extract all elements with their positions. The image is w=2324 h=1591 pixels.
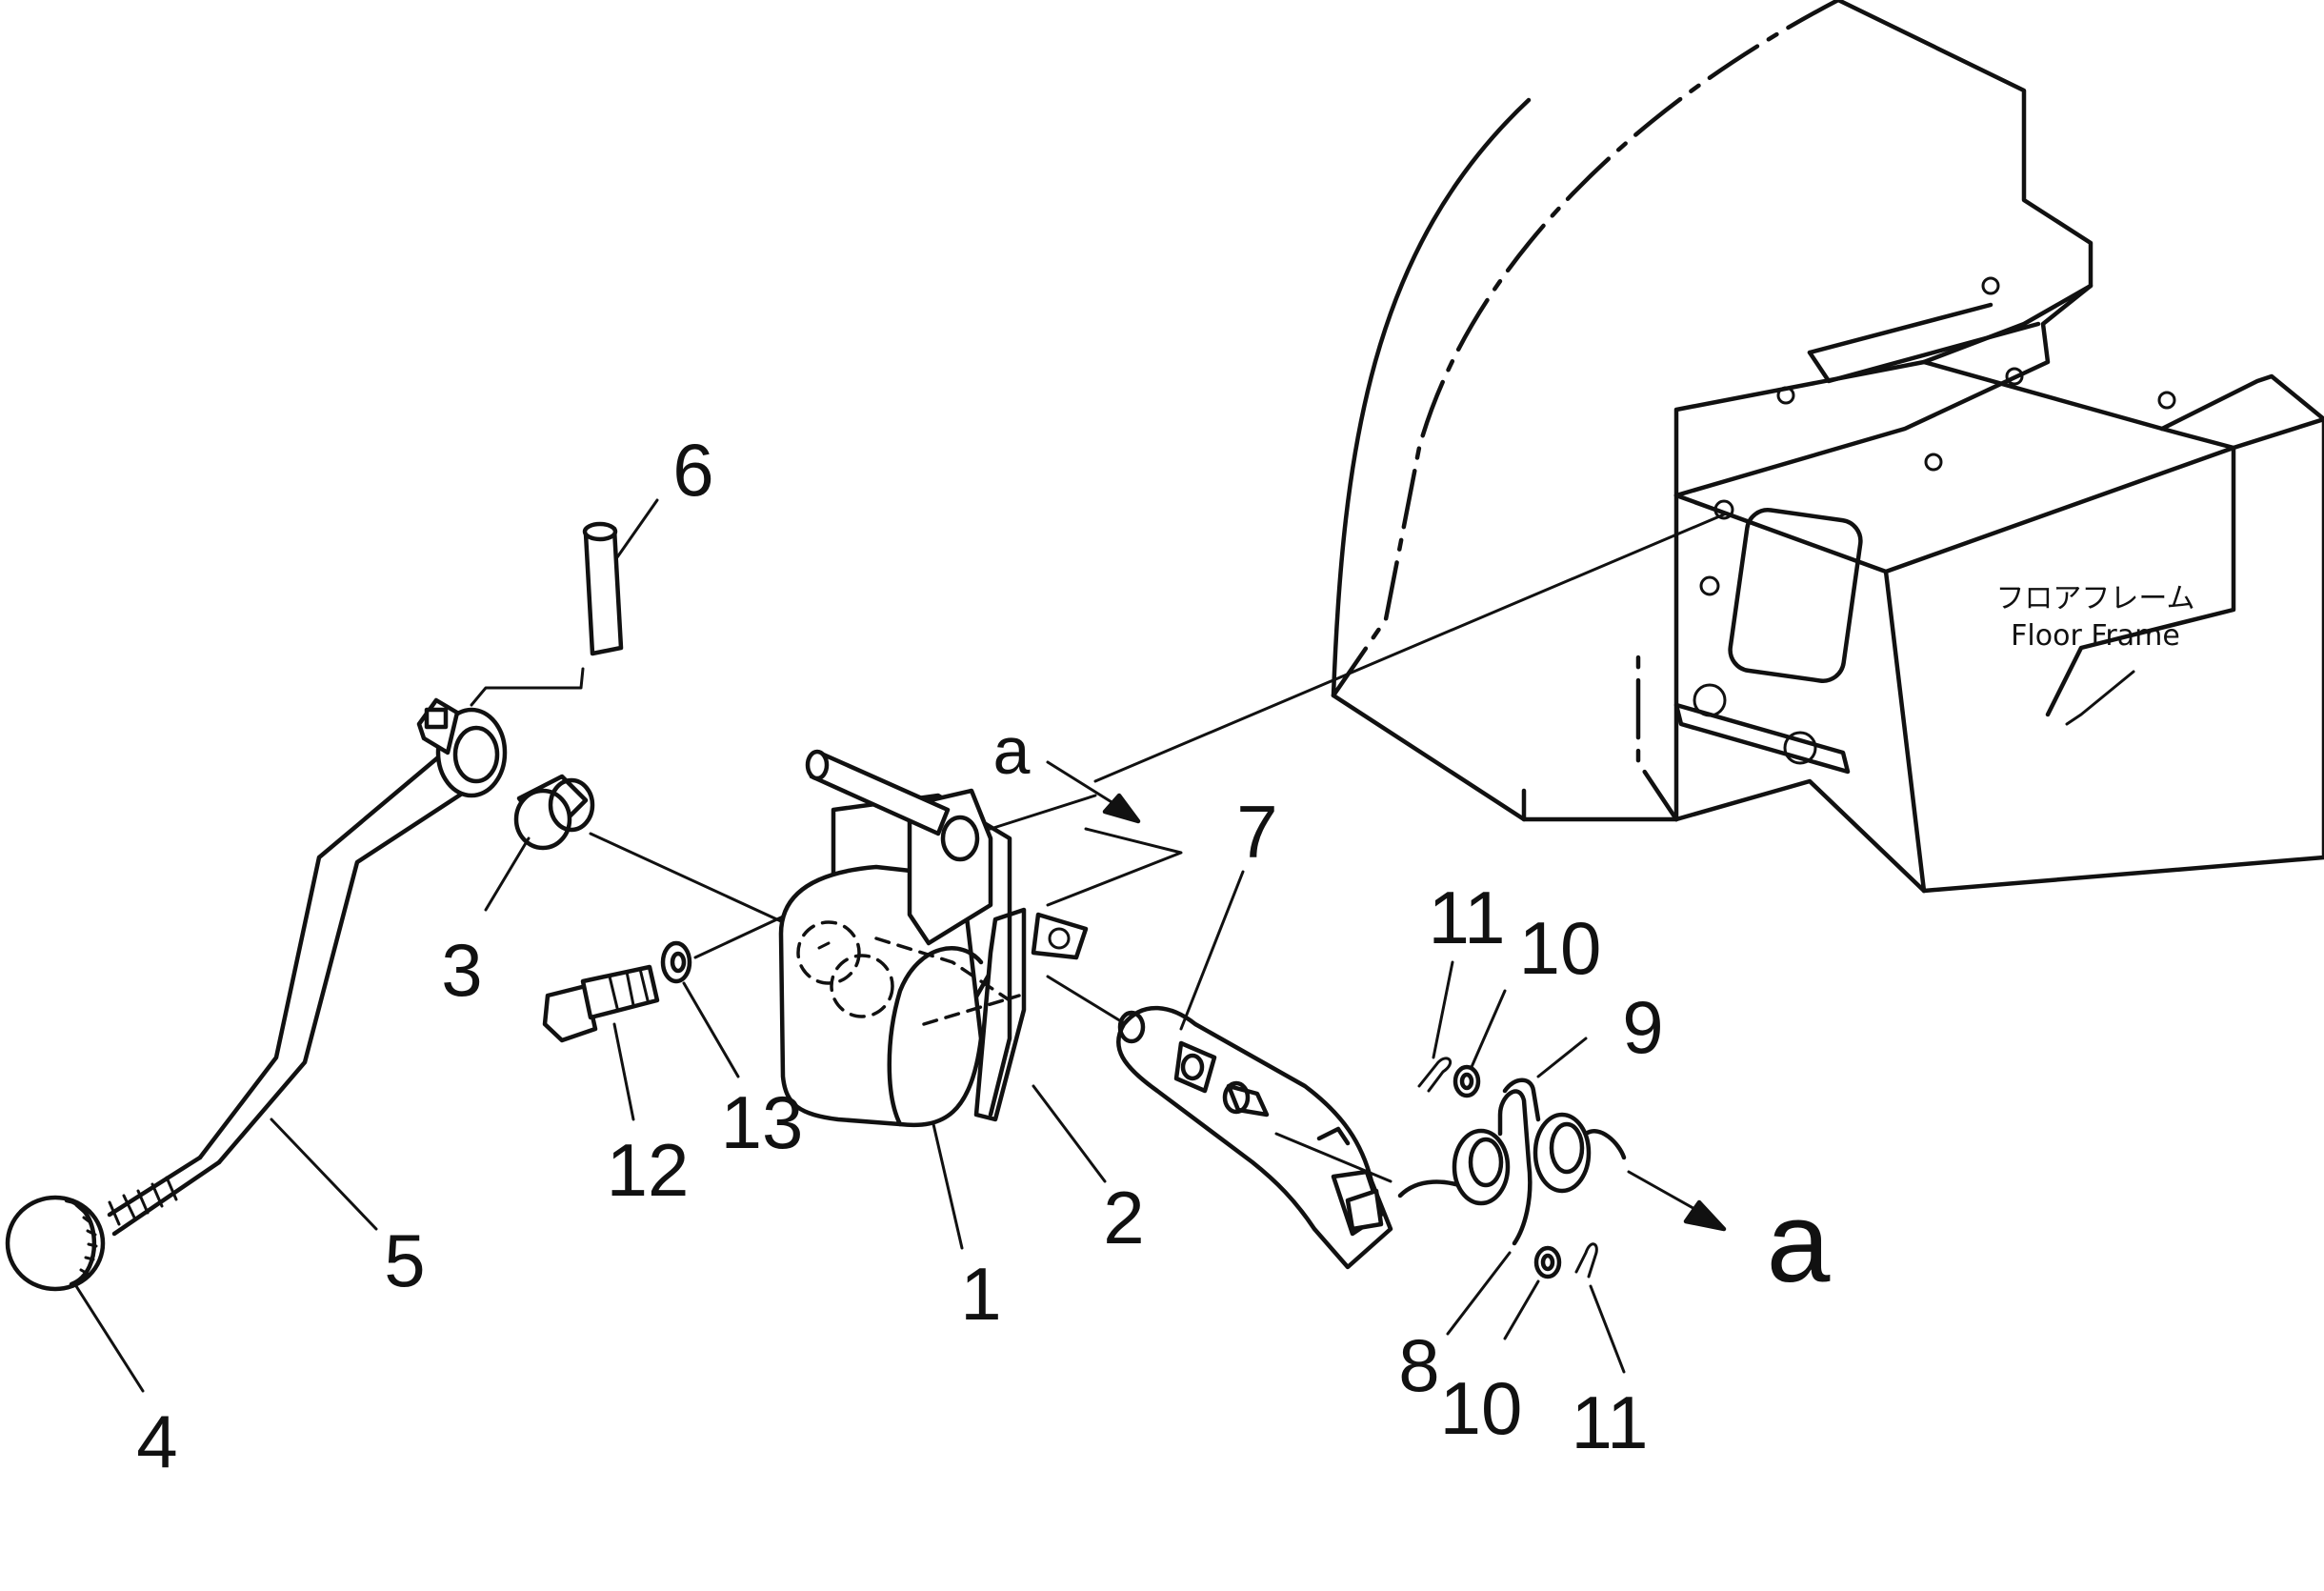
part-number-3: 3 bbox=[441, 928, 482, 1012]
cotter-pin-part-11-upper bbox=[1417, 1057, 1452, 1093]
lever-part-5 bbox=[107, 697, 508, 1237]
washer-part-10-lower bbox=[1533, 1245, 1562, 1279]
spring-part-9 bbox=[1502, 1077, 1627, 1194]
spring-part-8 bbox=[1397, 1089, 1533, 1246]
part-number-9: 9 bbox=[1622, 985, 1663, 1069]
pin-part-6 bbox=[470, 521, 624, 707]
bolt-part-12 bbox=[542, 964, 660, 1043]
part-number-6: 6 bbox=[672, 428, 713, 512]
floor-frame bbox=[1331, 0, 2324, 894]
part-number-13: 13 bbox=[721, 1080, 804, 1164]
cotter-pin-part-11-lower bbox=[1574, 1242, 1598, 1279]
part-number-4: 4 bbox=[136, 1400, 177, 1483]
arm-part-7 bbox=[1116, 1005, 1393, 1270]
part-number-11-upper: 11 bbox=[1429, 876, 1506, 959]
view-a-label-right: a bbox=[1767, 1178, 1831, 1306]
part-number-12: 12 bbox=[607, 1128, 690, 1212]
mount-leader-line bbox=[1093, 513, 1726, 783]
part-number-11-lower: 11 bbox=[1572, 1380, 1649, 1464]
view-a-arrow-top bbox=[1046, 760, 1141, 824]
knob-part-4 bbox=[5, 1195, 106, 1292]
bracket-part-1 bbox=[778, 749, 1183, 1128]
part-number-2: 2 bbox=[1103, 1176, 1144, 1259]
part-number-1: 1 bbox=[960, 1252, 1001, 1336]
view-a-label-top: a bbox=[993, 714, 1031, 788]
washer-part-10-upper bbox=[1452, 1064, 1481, 1098]
view-a-arrow-right bbox=[1627, 1170, 1727, 1232]
part-number-10-upper: 10 bbox=[1519, 906, 1602, 990]
part-number-8: 8 bbox=[1398, 1323, 1439, 1407]
floor-frame-label-en: Floor Frame bbox=[2011, 619, 2180, 653]
part-number-10-lower: 10 bbox=[1440, 1366, 1523, 1450]
part-number-5: 5 bbox=[384, 1218, 425, 1302]
part-number-7: 7 bbox=[1236, 790, 1277, 874]
leader-lines bbox=[74, 498, 1626, 1393]
floor-frame-label-jp: フロアフレーム bbox=[1995, 582, 2194, 615]
bushing-part-3 bbox=[513, 774, 831, 945]
